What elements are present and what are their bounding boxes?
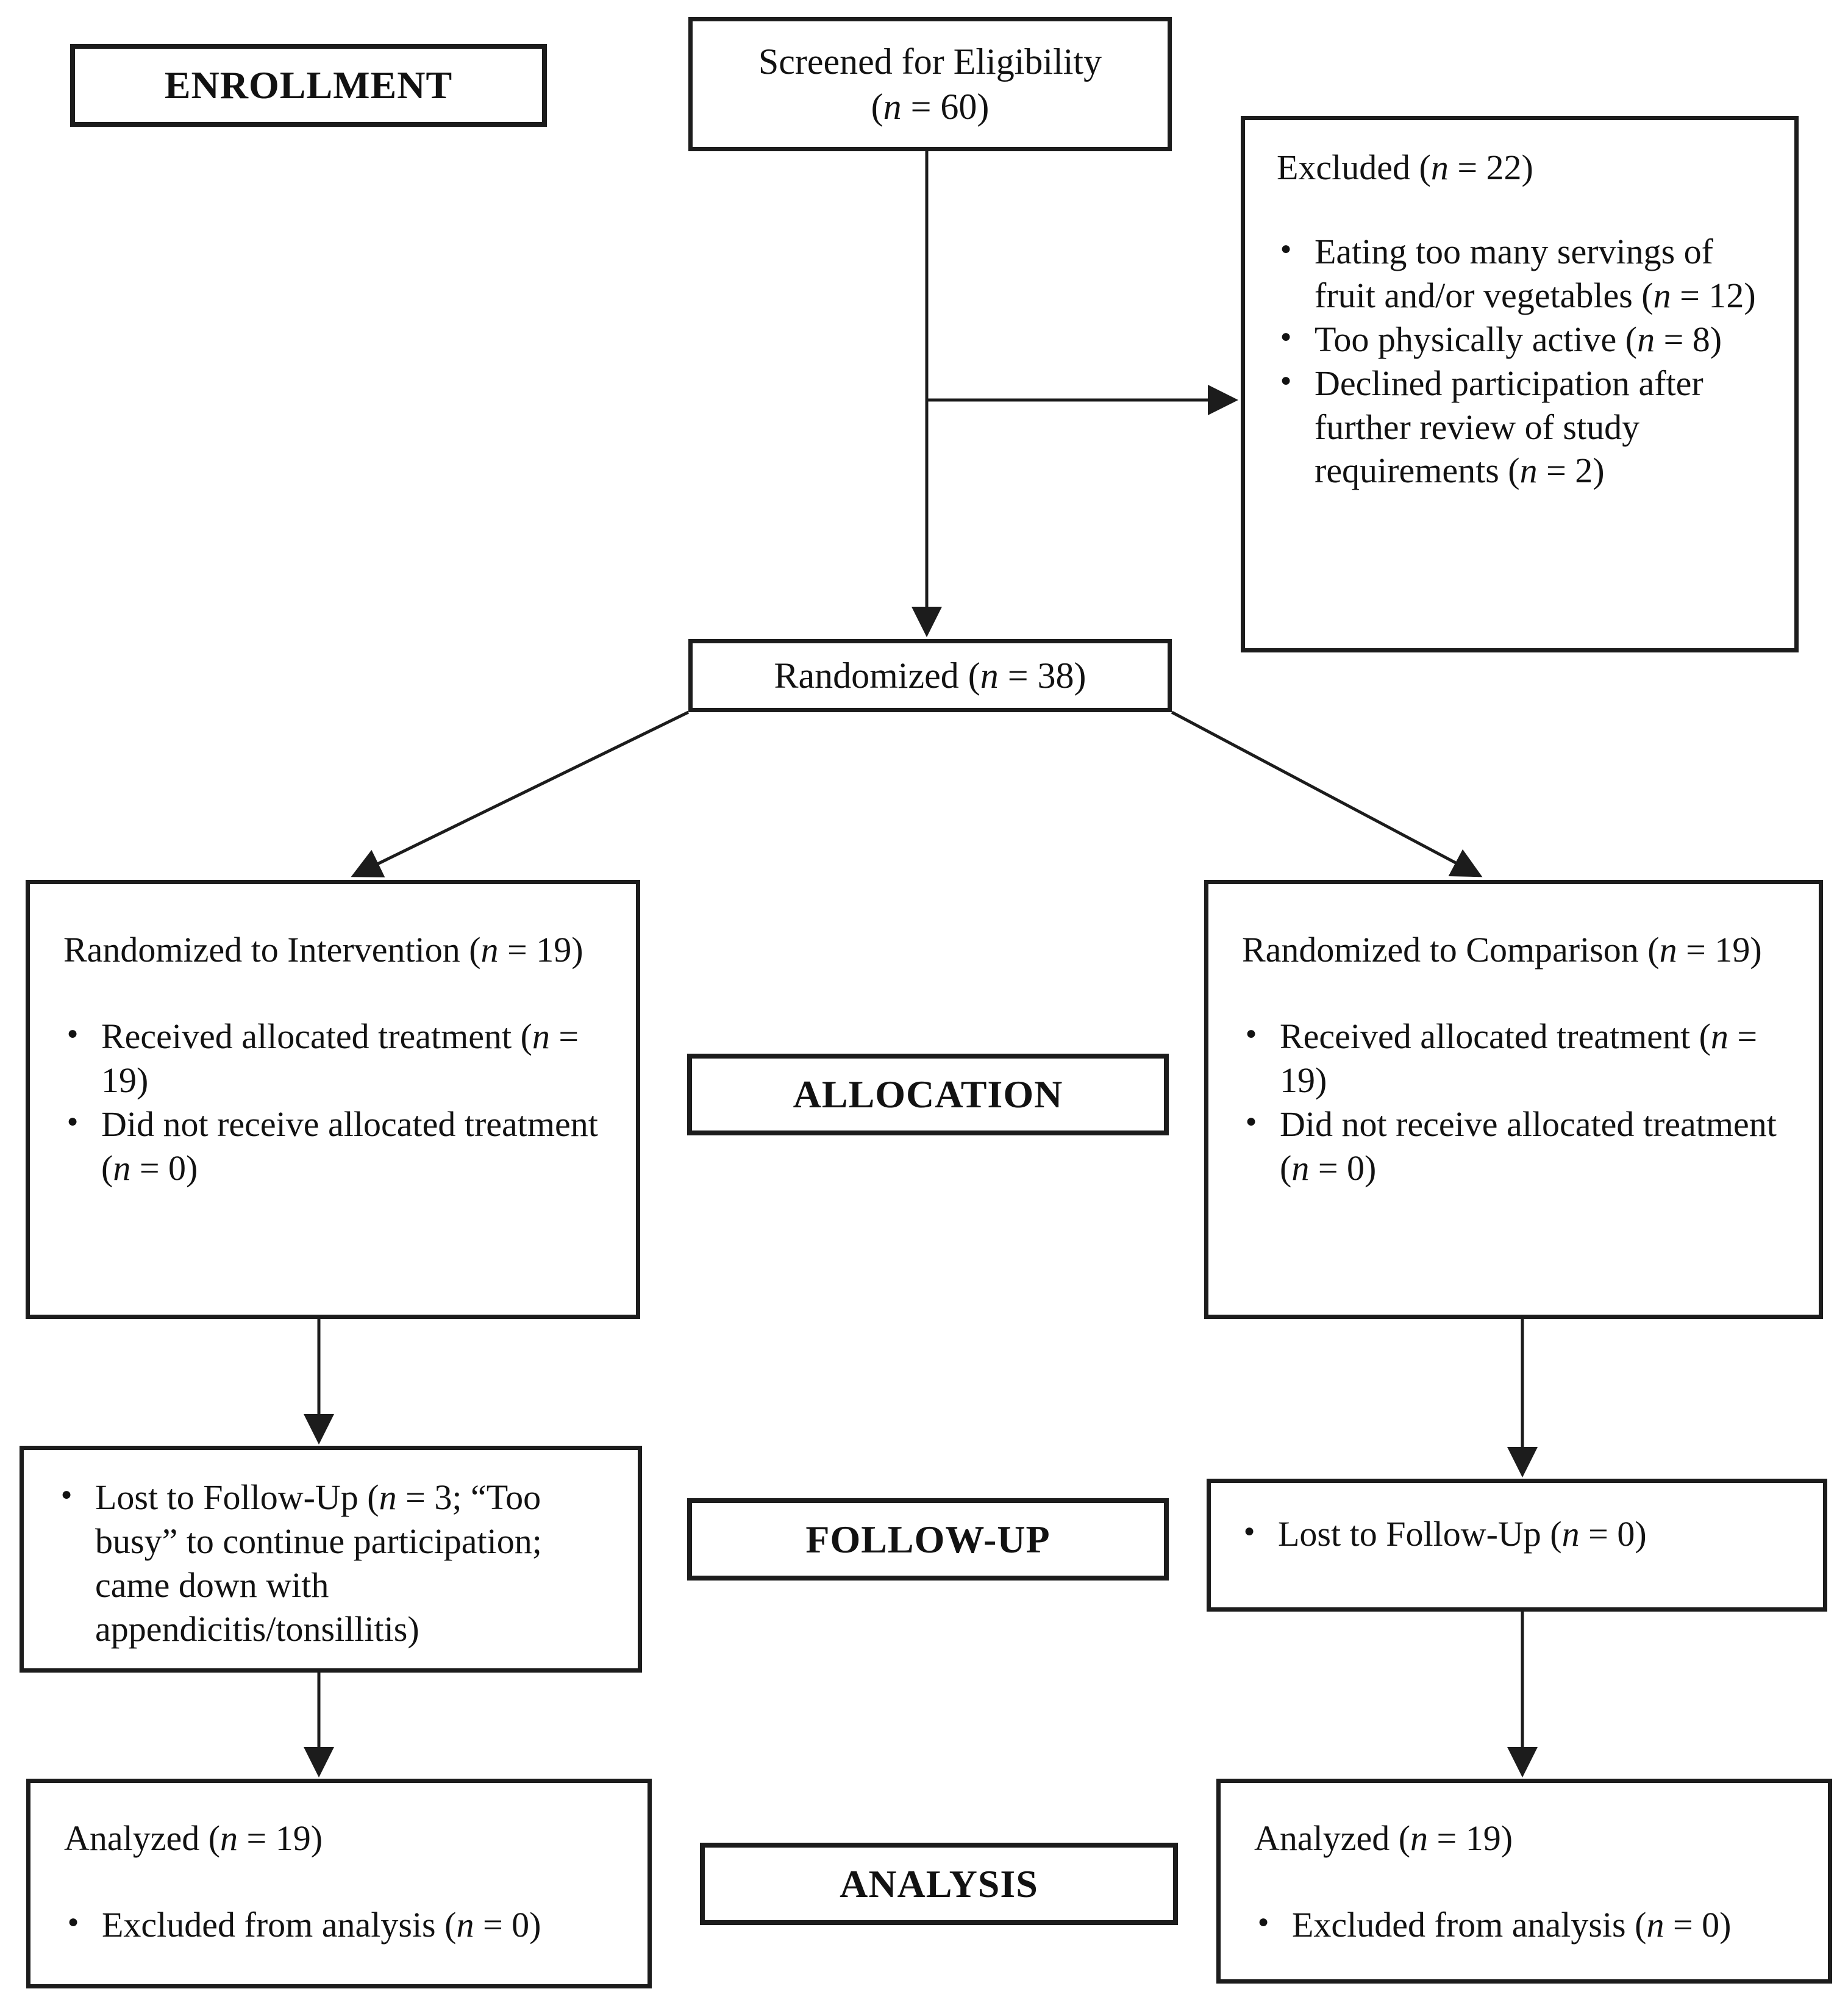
screened-box: Screened for Eligibility (n = 60) [688, 17, 1172, 151]
bullet-item: Too physically active (n = 8) [1277, 318, 1764, 362]
bullet-item: Eating too many servings of fruit and/or… [1277, 230, 1764, 318]
analysis-intervention-box: Analyzed (n = 19) Excluded from analysis… [26, 1779, 652, 1988]
bullet-item: Did not receive allocated treatment (n =… [63, 1102, 607, 1190]
followup-intervention-box: Lost to Follow-Up (n = 3; “Too busy” to … [20, 1446, 642, 1673]
arrow-randomized-to-intervention [351, 710, 690, 877]
excluded-bullet-list: Eating too many servings of fruit and/or… [1277, 230, 1764, 493]
stage-label-text: ALLOCATION [793, 1073, 1063, 1116]
bullet-item: Received allocated treatment (n = 19) [63, 1015, 607, 1102]
comparison-bullet-list: Received allocated treatment (n = 19) Di… [1242, 1015, 1789, 1190]
stage-label-text: ANALYSIS [840, 1862, 1038, 1906]
intervention-bullet-list: Received allocated treatment (n = 19) Di… [63, 1015, 607, 1190]
screened-line1: Screened for Eligibility [758, 41, 1102, 82]
arrow-randomized-to-comparison [1171, 710, 1483, 877]
bullet-item: Excluded from analysis (n = 0) [1254, 1903, 1801, 1947]
randomized-text: Randomized (n = 38) [774, 655, 1086, 696]
followup-intervention-bullet-list: Lost to Follow-Up (n = 3; “Too busy” to … [57, 1476, 611, 1651]
enrollment-stage-label: ENROLLMENT [70, 44, 547, 127]
stage-label-text: ENROLLMENT [164, 63, 453, 107]
screened-line2: (n = 60) [871, 87, 990, 127]
bullet-item: Lost to Follow-Up (n = 3; “Too busy” to … [57, 1476, 611, 1651]
analysis-intervention-title: Analyzed (n = 19) [64, 1818, 323, 1858]
followup-stage-label: FOLLOW-UP [687, 1498, 1169, 1581]
analysis-stage-label: ANALYSIS [700, 1843, 1178, 1925]
analysis-comparison-box: Analyzed (n = 19) Excluded from analysis… [1216, 1779, 1832, 1984]
intervention-title: Randomized to Intervention (n = 19) [63, 930, 583, 970]
bullet-item: Declined participation after further rev… [1277, 362, 1764, 493]
excluded-title: Excluded (n = 22) [1277, 148, 1533, 187]
analysis-comparison-title: Analyzed (n = 19) [1254, 1818, 1513, 1858]
followup-comparison-bullet-list: Lost to Follow-Up (n = 0) [1240, 1512, 1799, 1556]
comparison-title: Randomized to Comparison (n = 19) [1242, 930, 1762, 970]
bullet-item: Did not receive allocated treatment (n =… [1242, 1102, 1789, 1190]
followup-comparison-box: Lost to Follow-Up (n = 0) [1207, 1479, 1827, 1612]
analysis-intervention-bullet-list: Excluded from analysis (n = 0) [64, 1903, 621, 1947]
excluded-box: Excluded (n = 22) Eating too many servin… [1241, 116, 1799, 652]
comparison-arm-box: Randomized to Comparison (n = 19) Receiv… [1204, 880, 1823, 1319]
bullet-item: Received allocated treatment (n = 19) [1242, 1015, 1789, 1102]
allocation-stage-label: ALLOCATION [687, 1054, 1169, 1135]
intervention-arm-box: Randomized to Intervention (n = 19) Rece… [26, 880, 640, 1319]
randomized-box: Randomized (n = 38) [688, 639, 1172, 712]
stage-label-text: FOLLOW-UP [805, 1517, 1051, 1561]
bullet-item: Excluded from analysis (n = 0) [64, 1903, 621, 1947]
bullet-item: Lost to Follow-Up (n = 0) [1240, 1512, 1799, 1556]
analysis-comparison-bullet-list: Excluded from analysis (n = 0) [1254, 1903, 1801, 1947]
